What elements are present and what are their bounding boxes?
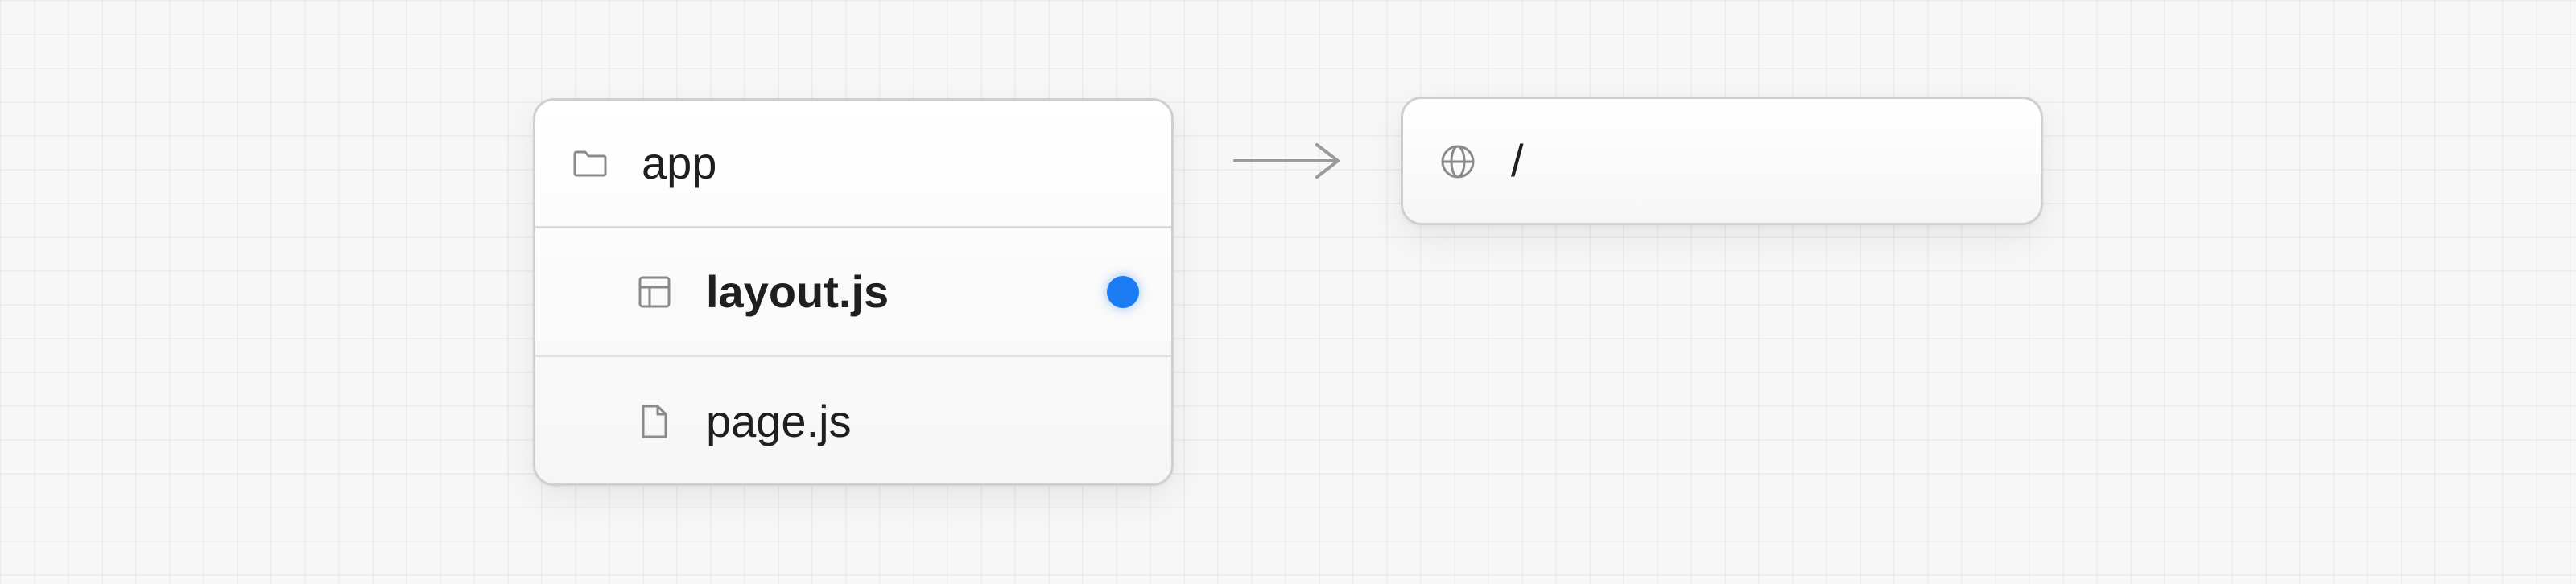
folder-icon [571,144,609,183]
file-tree-card: app layout.js page.js [533,98,1174,486]
file-name: page.js [706,396,852,446]
globe-icon [1439,142,1477,181]
tree-row-app-folder[interactable]: app [535,101,1171,228]
file-name: layout.js [706,265,890,317]
tree-row-page-file[interactable]: page.js [535,357,1171,483]
folder-name: app [642,138,717,188]
arrow-right-icon [1233,143,1340,179]
route-url-card: / [1401,97,2043,225]
layout-icon [635,273,674,311]
tree-row-layout-file[interactable]: layout.js [535,228,1171,357]
active-indicator-dot [1107,275,1139,308]
file-icon [635,402,674,441]
route-path: / [1511,135,1524,186]
